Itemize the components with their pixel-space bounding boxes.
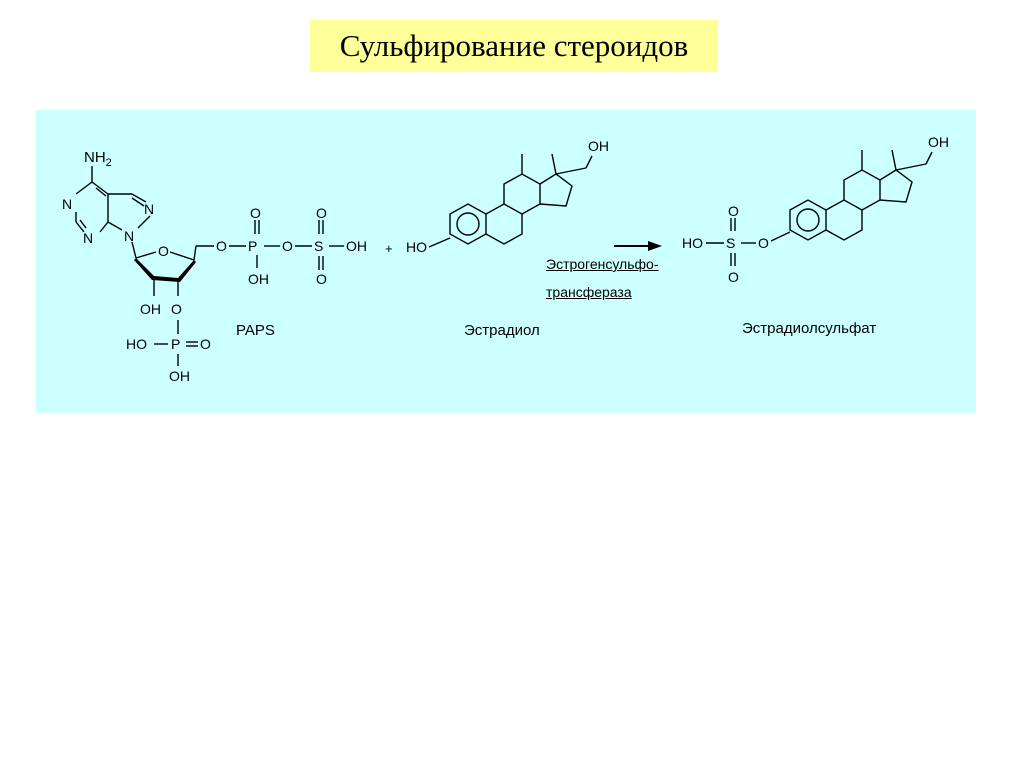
atom-p: P (248, 238, 257, 254)
sulfate-oxo-bottom: O (728, 269, 739, 285)
ribose-oh: OH (140, 301, 161, 317)
s-oh: OH (346, 238, 367, 254)
s-oxo-top: O (316, 205, 327, 221)
p3-oh: OH (169, 368, 190, 384)
estradiol-molecule: HO OH (406, 138, 609, 255)
atom-n3: N (83, 230, 93, 246)
paps-molecule: NH2 N N N N O (62, 149, 367, 384)
p-oh: OH (248, 271, 269, 287)
nh2-label: NH2 (84, 149, 112, 169)
sulfate-o-link: O (758, 235, 769, 251)
enzyme-label-line1: Эстрогенсульфо- (546, 256, 659, 272)
p-oxo: O (250, 205, 261, 221)
p3-oxo: O (200, 336, 211, 352)
atom-o3: O (171, 301, 182, 317)
sulfate-oxo-top: O (728, 203, 739, 219)
paps-label: PAPS (236, 322, 275, 339)
atom-s: S (314, 238, 323, 254)
estradiol-sulfate-oh: OH (928, 134, 949, 150)
estradiol-sulfate-molecule: HO S O O O OH (682, 134, 949, 285)
estradiol-sulfate-label: Эстрадиолсульфат (742, 320, 877, 337)
sulfate-ho: HO (682, 235, 703, 251)
estradiol-oh: OH (588, 138, 609, 154)
atom-o-ring: O (158, 243, 169, 259)
atom-o5: O (216, 238, 227, 254)
reaction-diagram: NH2 N N N N O (62, 134, 949, 384)
atom-p3: P (171, 336, 180, 352)
slide-title: Сульфирование стероидов (310, 20, 718, 72)
atom-n7: N (144, 201, 154, 217)
estradiol-label: Эстрадиол (464, 322, 540, 339)
plus-sign: + (385, 241, 393, 256)
estradiol-ho: HO (406, 239, 427, 255)
s-oxo-bottom: O (316, 271, 327, 287)
p3-ho: HO (126, 336, 147, 352)
enzyme-label-line2: трансфераза (546, 284, 632, 300)
atom-n9: N (124, 228, 134, 244)
atom-o-bridge: O (282, 238, 293, 254)
reaction-panel: NH2 N N N N O (36, 110, 976, 413)
reaction-arrow (614, 241, 662, 251)
atom-n1: N (62, 196, 72, 212)
sulfate-s: S (726, 235, 735, 251)
